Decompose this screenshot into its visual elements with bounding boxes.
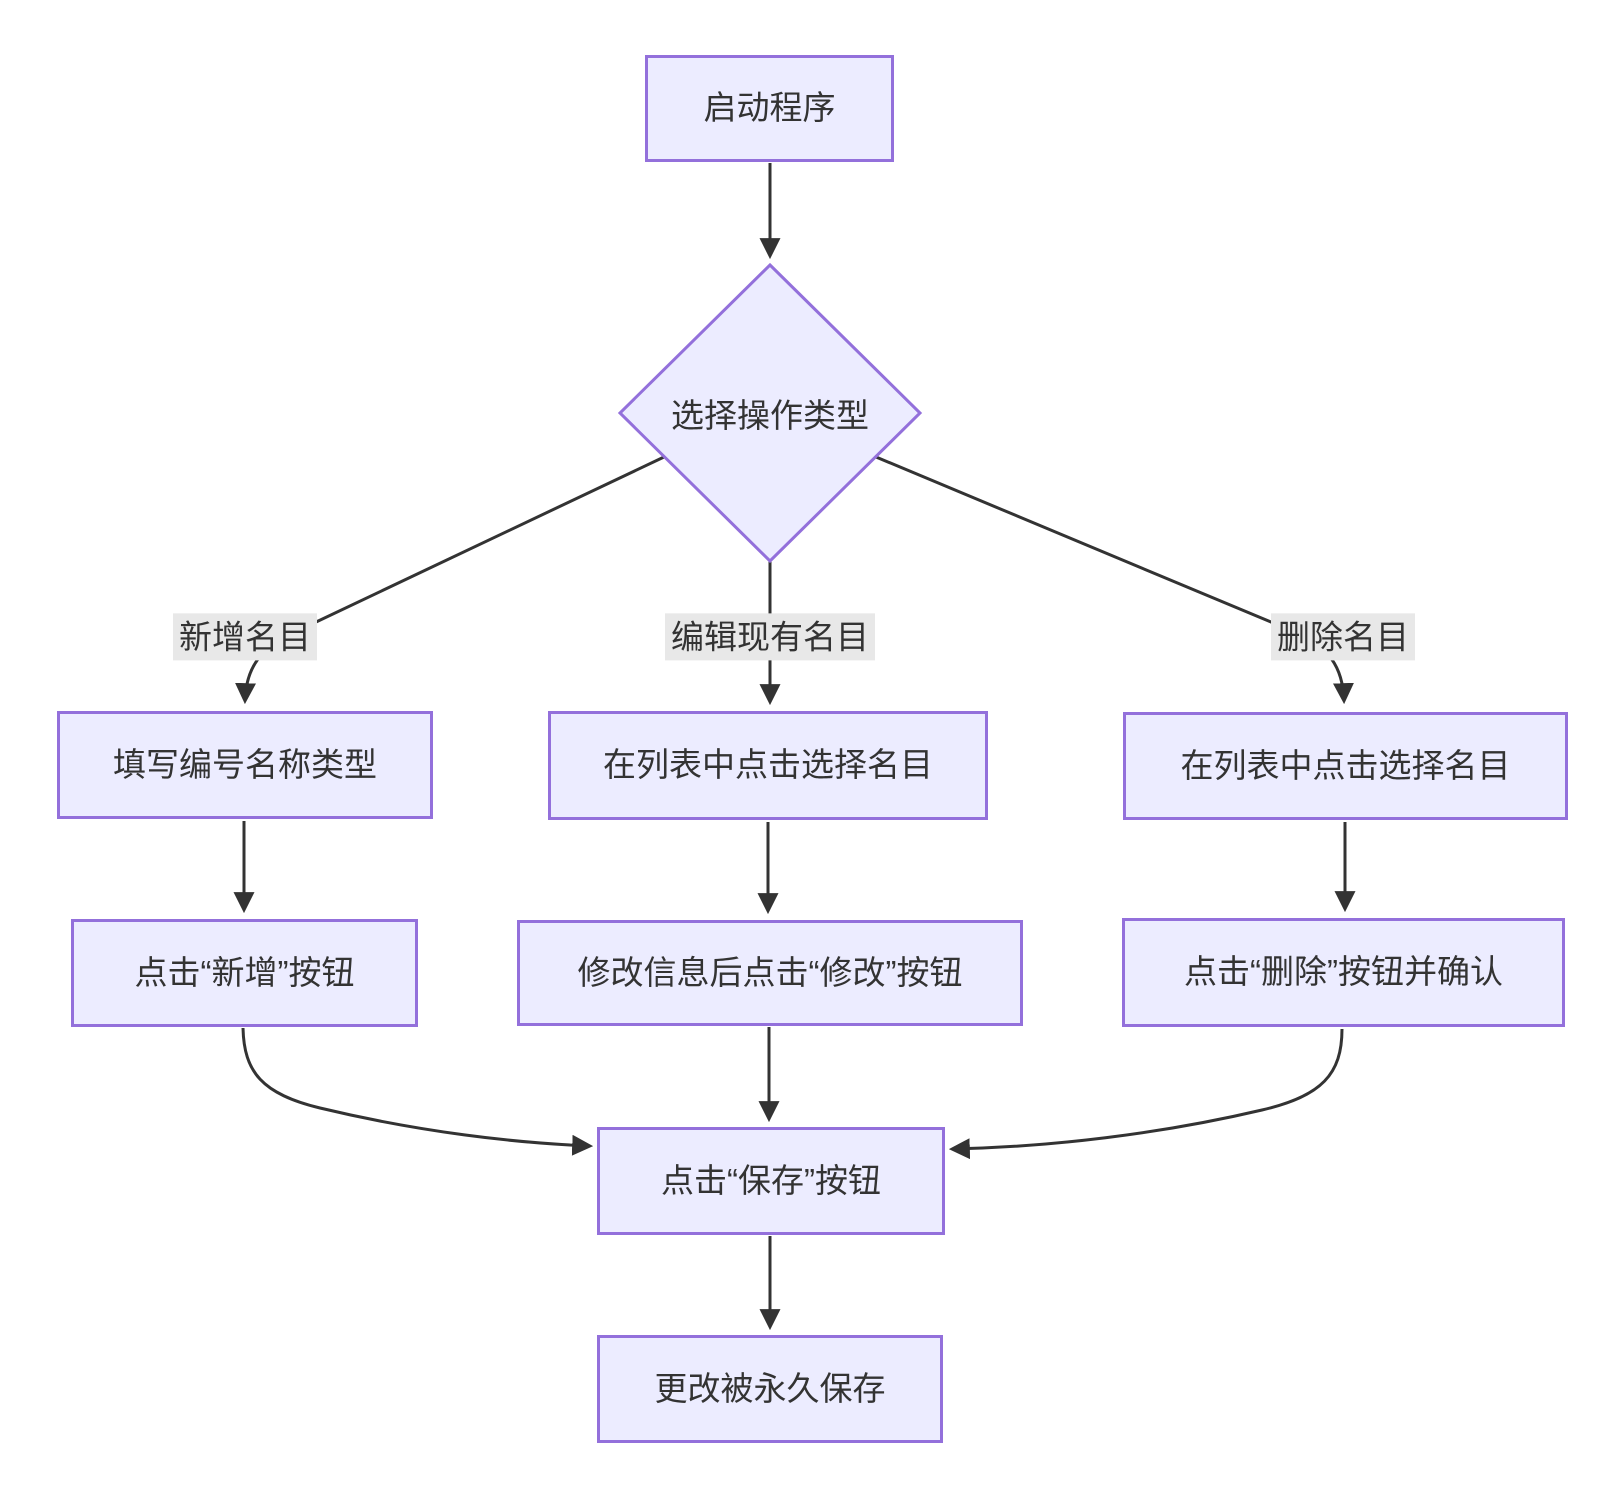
edge-decision-to-add-fill: [235, 455, 665, 705]
node-add-click: 点击“新增”按钮: [71, 919, 418, 1027]
node-saved: 更改被永久保存: [597, 1335, 943, 1443]
edge-add-click-to-save: [241, 1027, 594, 1156]
node-delete-select: 在列表中点击选择名目: [1123, 712, 1568, 820]
node-start: 启动程序: [645, 55, 894, 162]
node-save: 点击“保存”按钮: [597, 1127, 945, 1235]
edge-decision-to-delete-select: [875, 455, 1354, 705]
edge-label-edit: 编辑现有名目: [665, 613, 875, 661]
node-decision-label: 选择操作类型: [671, 397, 869, 434]
edge-label-delete: 删除名目: [1271, 613, 1415, 661]
node-edit-select: 在列表中点击选择名目: [548, 711, 988, 820]
node-add-fill: 填写编号名称类型: [57, 711, 433, 819]
node-edit-click: 修改信息后点击“修改”按钮: [517, 920, 1023, 1026]
decision-diamond-shape: [617, 262, 923, 564]
node-delete-click: 点击“删除”按钮并确认: [1122, 918, 1565, 1027]
edge-delete-click-to-save: [948, 1028, 1344, 1160]
edge-label-add: 新增名目: [173, 613, 317, 661]
